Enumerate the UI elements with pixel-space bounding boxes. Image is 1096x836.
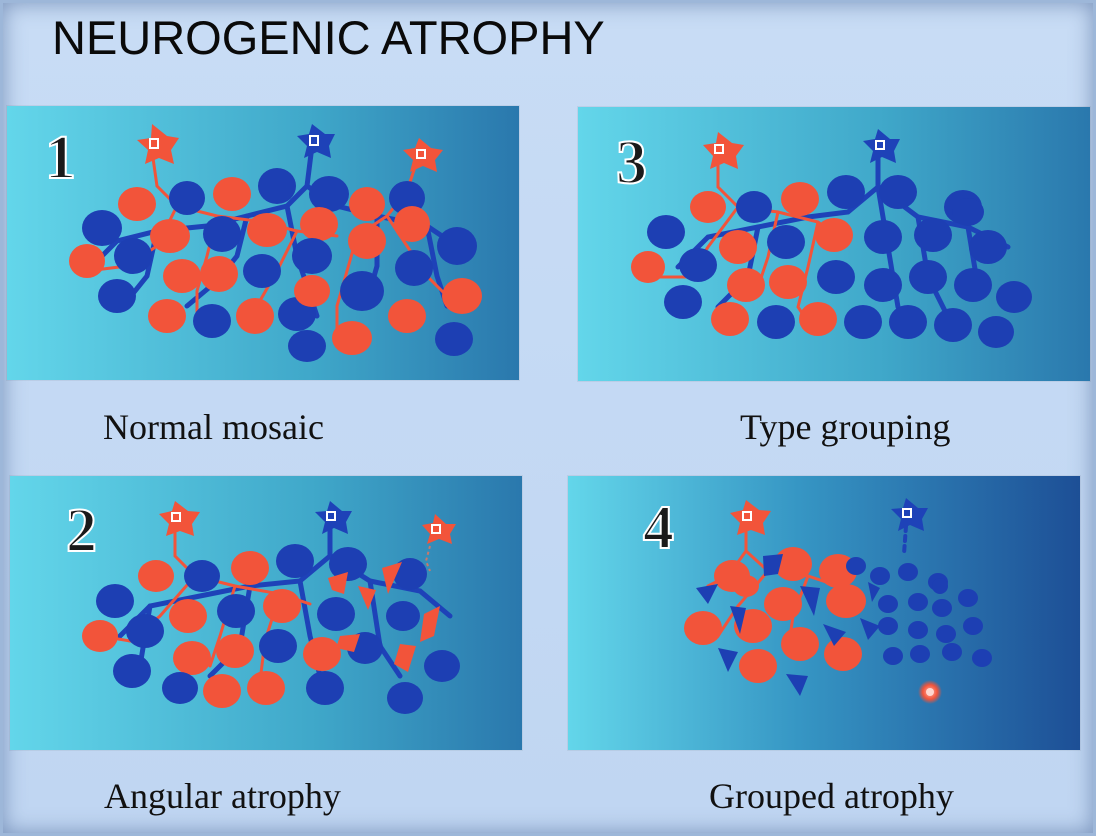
- angular-atrophic-fibers: [696, 554, 880, 696]
- neuron-type1: [159, 501, 200, 536]
- neuron-type1: [137, 124, 179, 164]
- neuron-type1: [730, 500, 771, 535]
- angular-atrophy-diagram: 2: [10, 476, 522, 750]
- caption-angular-atrophy: Angular atrophy: [104, 776, 341, 816]
- panel-type-grouping: 3: [578, 107, 1090, 381]
- muscle-fibers: [69, 168, 482, 362]
- neuron-type1: [703, 132, 744, 169]
- panel-number: 4: [643, 494, 674, 562]
- panel-normal-mosaic: 1: [7, 106, 519, 380]
- neuron-type1: [403, 138, 443, 172]
- neuron-type2: [297, 124, 335, 158]
- neuron-type2-degenerated: [891, 498, 928, 531]
- muscle-fibers: [631, 175, 1032, 348]
- glowing-fiber: [918, 680, 942, 704]
- panel-number: 3: [616, 129, 647, 197]
- panel-grouped-atrophy: 4: [568, 476, 1080, 750]
- caption-type-grouping: Type grouping: [740, 407, 951, 447]
- panel-angular-atrophy: 2: [10, 476, 522, 750]
- neuron-type1-degenerating: [422, 514, 456, 544]
- slide-title: NEUROGENIC ATROPHY: [52, 11, 605, 64]
- small-atrophic-fibers-group: [846, 557, 992, 667]
- neuron-type2: [863, 129, 900, 163]
- caption-grouped-atrophy: Grouped atrophy: [709, 776, 954, 816]
- panel-number: 2: [66, 497, 97, 565]
- angular-atrophic-fibers: [328, 562, 440, 672]
- grouped-atrophy-diagram: 4: [568, 476, 1080, 750]
- panel-number: 1: [45, 124, 76, 192]
- degenerated-nerve: [902, 524, 908, 556]
- muscle-fibers: [82, 544, 460, 714]
- type-grouping-diagram: 3: [578, 107, 1090, 381]
- normal-mosaic-diagram: 1: [7, 106, 519, 380]
- neuron-type2: [315, 501, 352, 534]
- caption-normal-mosaic: Normal mosaic: [103, 407, 324, 447]
